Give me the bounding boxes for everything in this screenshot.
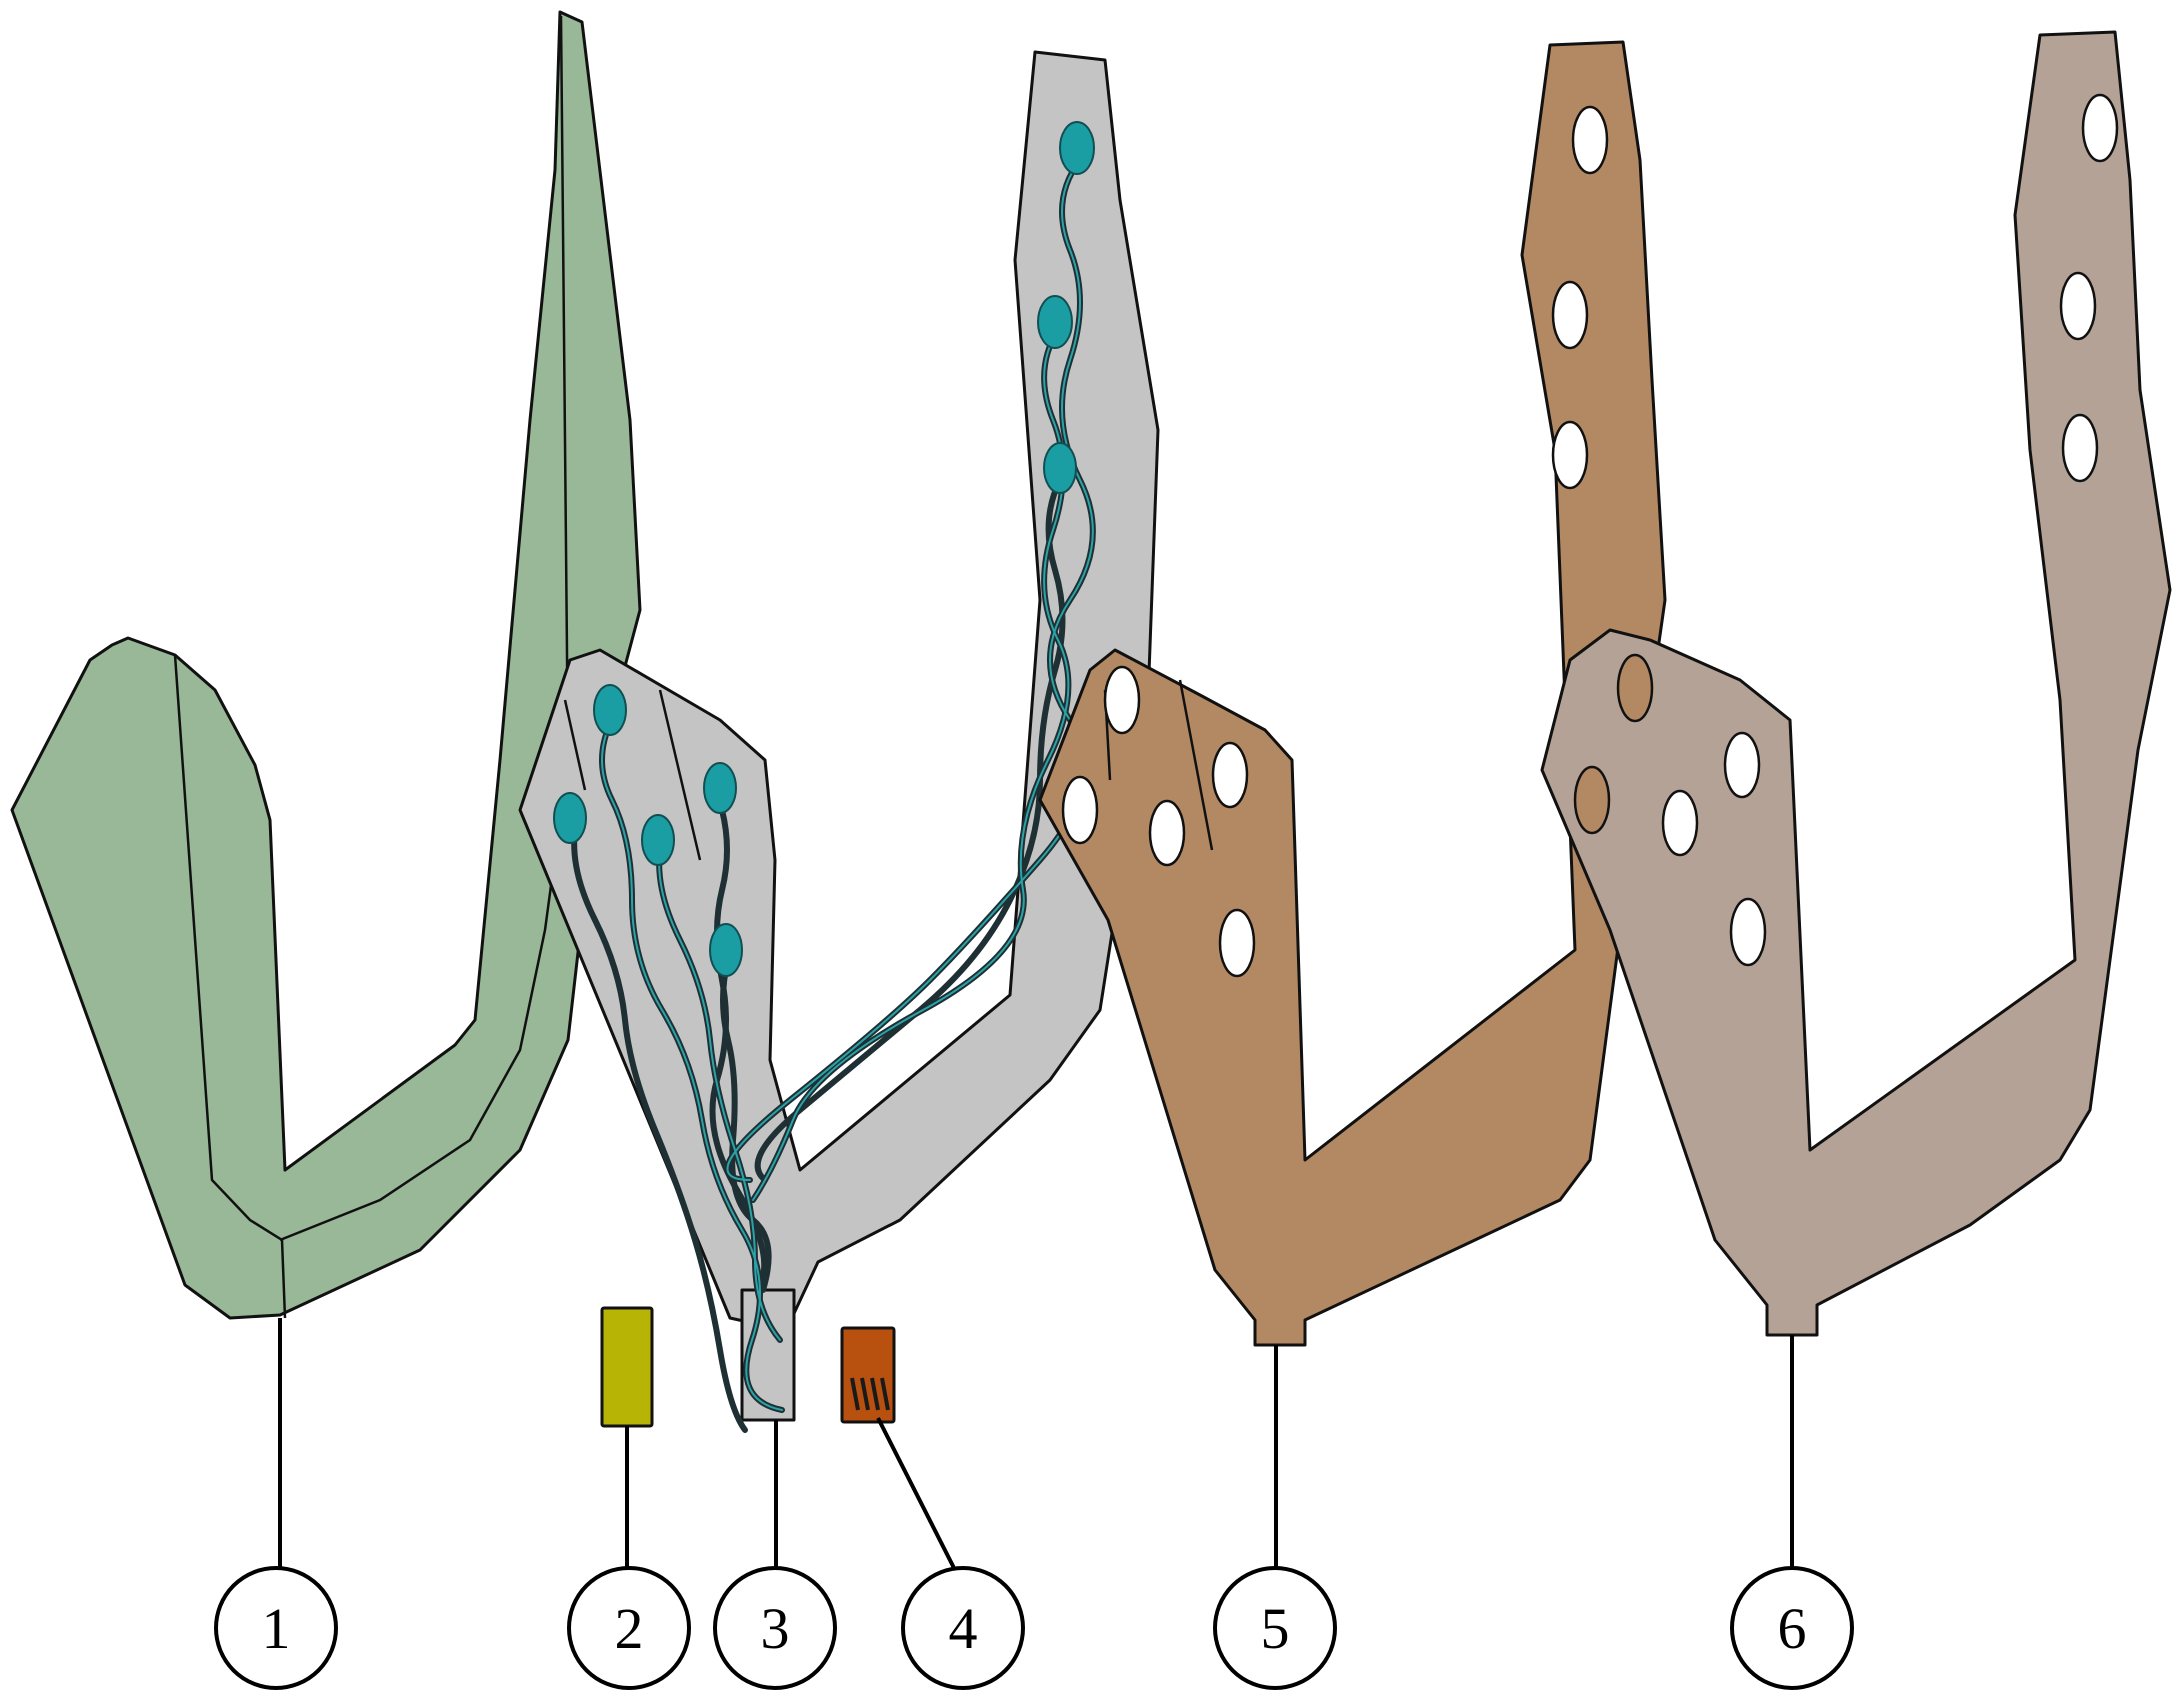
callout-1: 1	[214, 1566, 338, 1690]
hole	[1061, 775, 1099, 845]
callout-3: 3	[713, 1566, 837, 1690]
callout-6-ring	[1730, 1566, 1854, 1690]
layer-5-holes	[1061, 105, 1609, 978]
callout-6-label: 6	[1778, 1596, 1807, 1661]
pad-7	[641, 814, 675, 866]
pad-1	[1059, 121, 1095, 175]
layer-5-shape	[1038, 40, 1667, 1347]
pad-5	[703, 762, 737, 814]
layer-3-wiring	[571, 157, 1096, 1433]
hole	[1723, 731, 1761, 799]
hole	[1729, 897, 1767, 967]
pad-6	[553, 792, 587, 844]
callout-1-label: 1	[262, 1596, 291, 1661]
callout-6: 6	[1730, 1566, 1854, 1690]
layer-6-holes	[1573, 93, 2119, 967]
hole	[2081, 93, 2119, 163]
callout-5-ring	[1213, 1566, 1337, 1690]
hole	[1211, 741, 1249, 809]
layer-4-orange-block	[840, 1326, 896, 1424]
hole-filled	[1616, 653, 1654, 723]
layer-5-fold-line-b	[1178, 679, 1214, 851]
layer-6-shape	[1540, 30, 2172, 1337]
callout-1-ring	[214, 1566, 338, 1690]
hole	[1103, 665, 1141, 735]
callout-5: 5	[1213, 1566, 1337, 1690]
layer-3-grey-circuit	[518, 50, 1160, 1433]
layer-3-pads	[553, 121, 1095, 977]
pad-8	[709, 923, 743, 977]
layer-6-taupe	[1540, 30, 2172, 1337]
hole	[1551, 280, 1589, 350]
layer-3-fold-line-b	[658, 689, 702, 861]
callout-2-ring	[567, 1566, 691, 1690]
layer-1-shape	[10, 10, 642, 1320]
callout-4-ring	[901, 1566, 1025, 1690]
callout-3-label: 3	[761, 1596, 790, 1661]
layer-3-fold-line-a	[563, 699, 587, 791]
hole	[1148, 799, 1186, 867]
pad-4	[593, 684, 627, 736]
hole	[2061, 413, 2099, 483]
hole-filled	[1573, 765, 1611, 835]
callout-5-label: 5	[1261, 1596, 1290, 1661]
callout-3-ring	[713, 1566, 837, 1690]
hole	[1571, 105, 1609, 175]
callout-2: 2	[567, 1566, 691, 1690]
callout-4-label: 4	[949, 1596, 978, 1661]
layer-1-green	[10, 10, 642, 1320]
hole	[1661, 789, 1699, 857]
callout-2-label: 2	[615, 1596, 644, 1661]
callout-4: 4	[901, 1566, 1025, 1690]
hole	[1218, 908, 1256, 978]
pad-3	[1043, 442, 1077, 494]
layer-1-fold-line-b	[173, 654, 287, 1319]
hole	[2059, 271, 2097, 341]
layer-5-brown	[1038, 40, 1667, 1347]
layer-2-yellow-block	[600, 1306, 654, 1428]
leader-lines	[278, 1318, 1794, 1571]
pad-2	[1037, 295, 1073, 349]
hole	[1551, 420, 1589, 490]
leader-4	[876, 1417, 957, 1571]
